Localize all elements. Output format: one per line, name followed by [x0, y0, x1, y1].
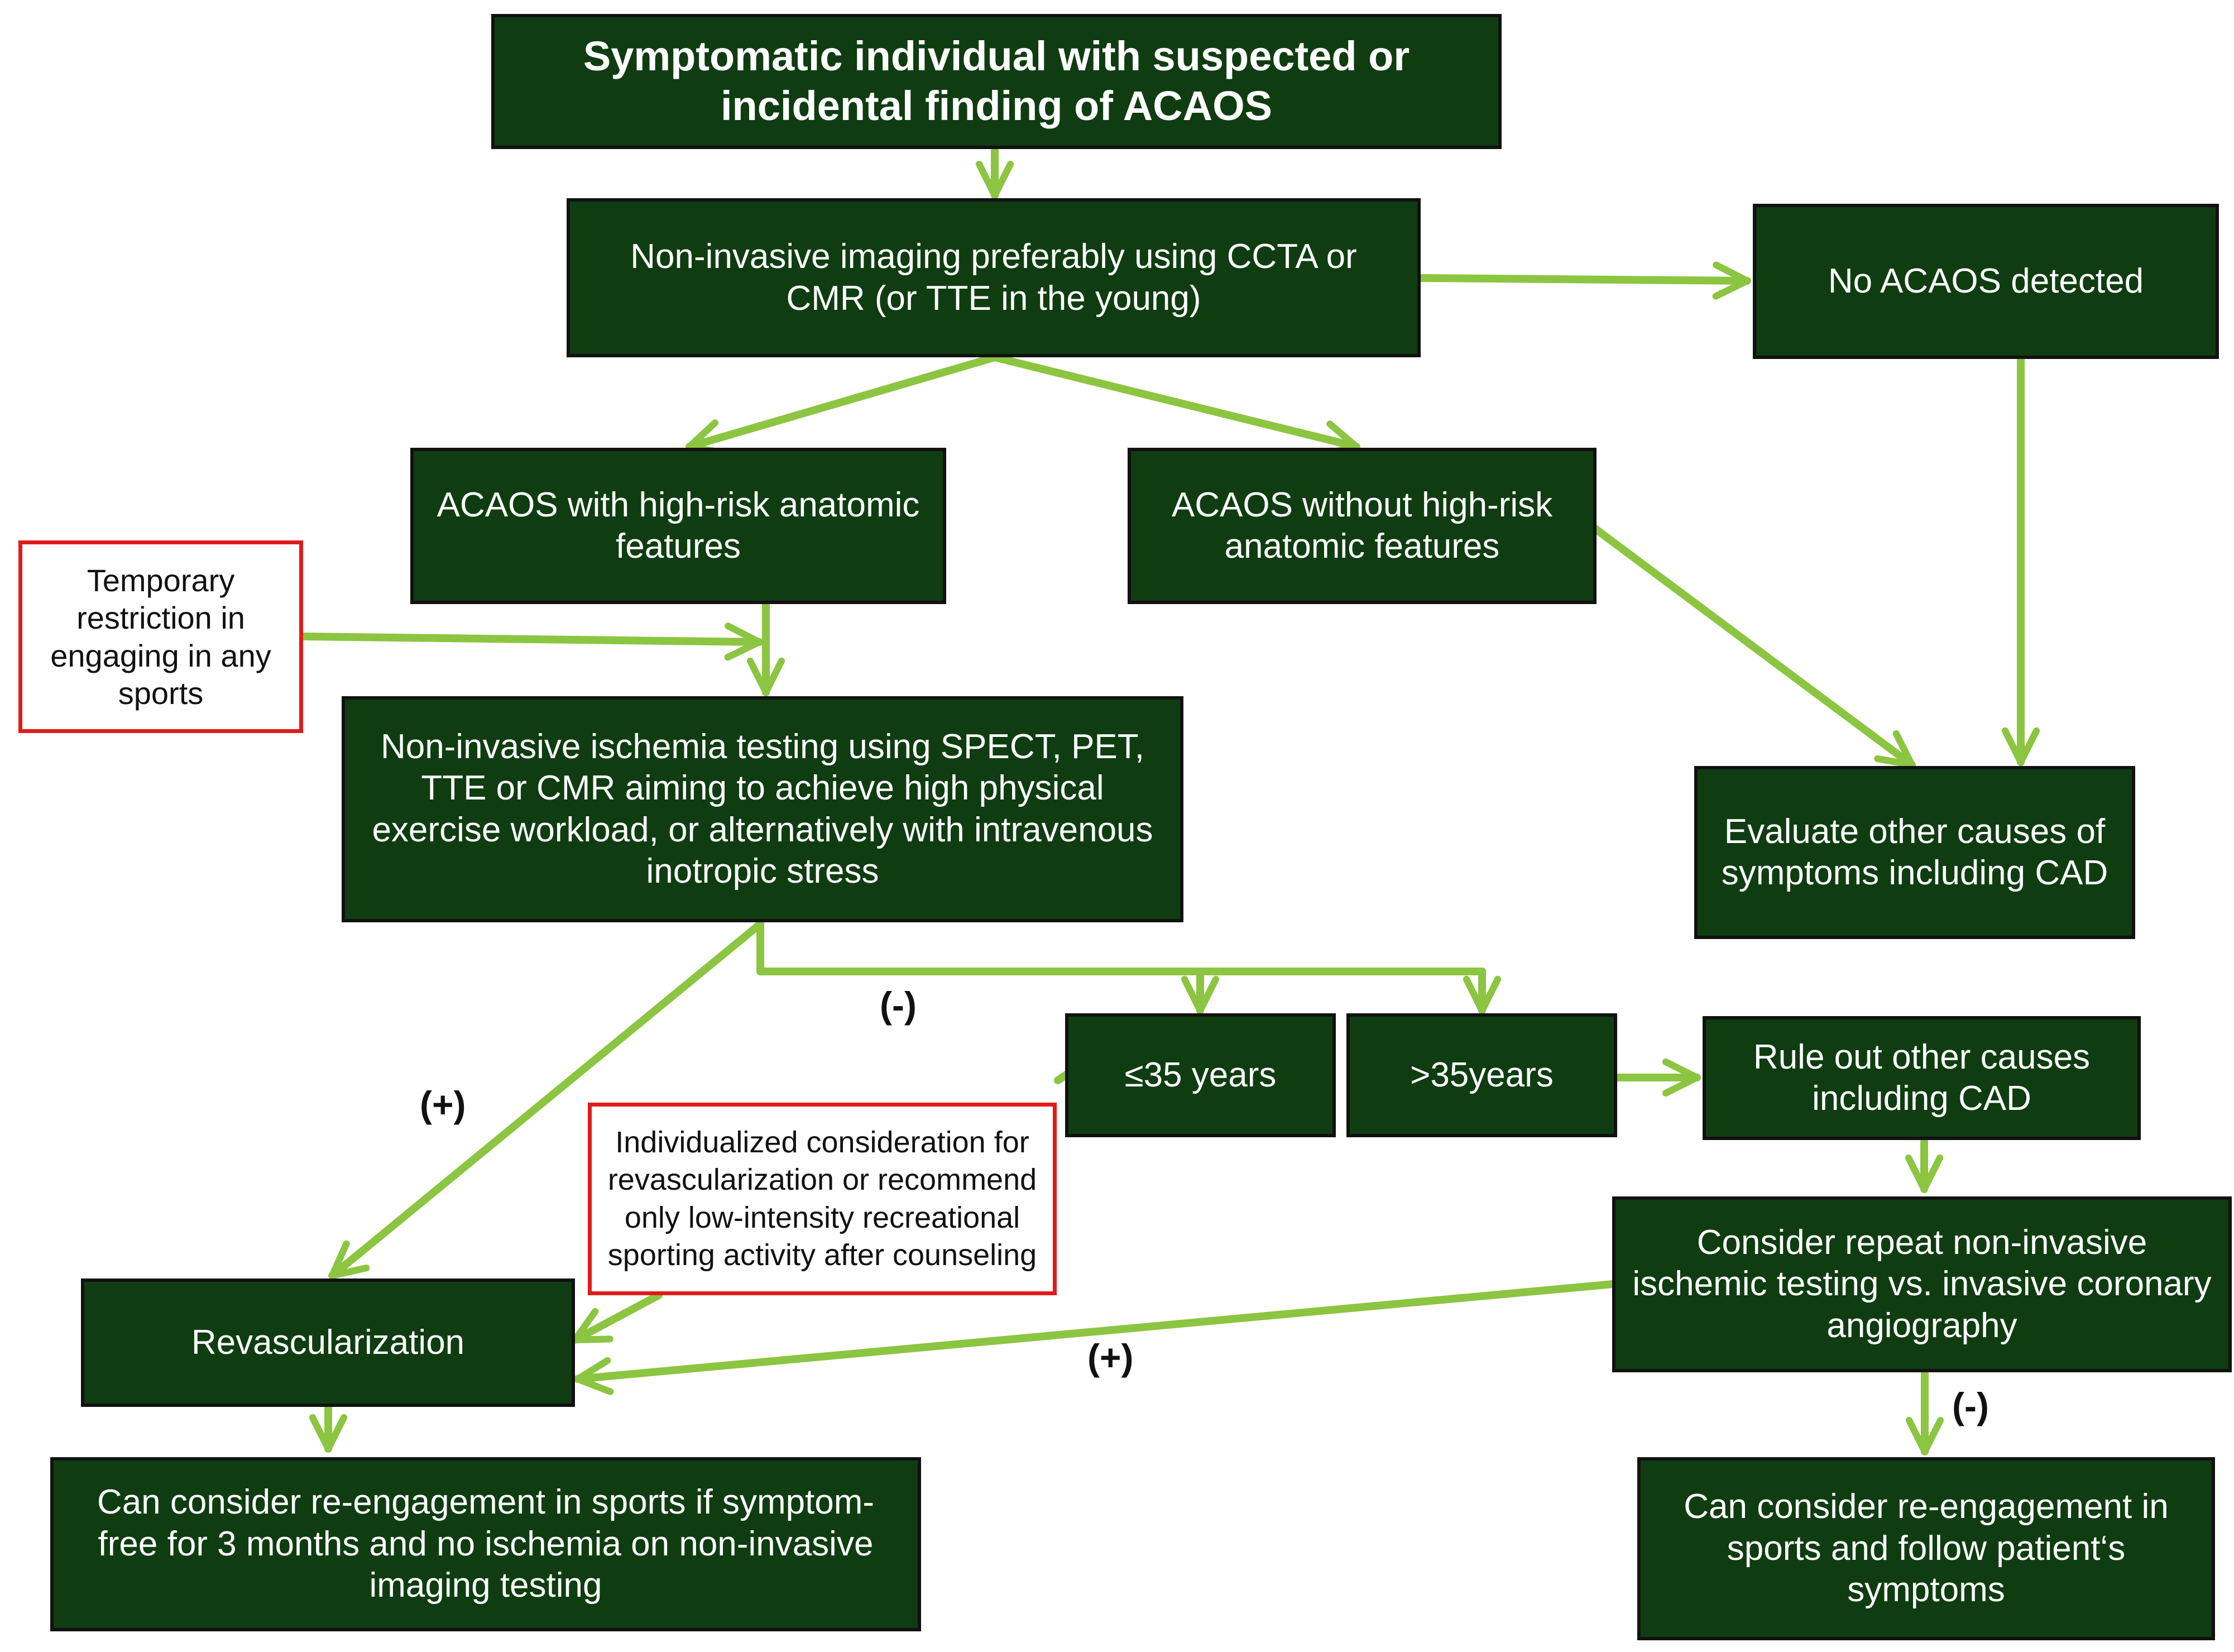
ischemia-testing-box: Non-invasive ischemia testing using SPEC… [342, 696, 1183, 922]
temporary-restriction-note: Temporary restriction in engaging in any… [18, 540, 303, 733]
repeat-positive-label: (+) [1087, 1337, 1134, 1378]
repeat-negative-label: (-) [1952, 1385, 1989, 1426]
individualized-note: Individualized consideration for revascu… [588, 1103, 1057, 1295]
imaging-box: Non-invasive imaging preferably using CC… [567, 198, 1421, 357]
arrow-imaging-to-no-acaos [1417, 261, 1751, 300]
reengage-right-box: Can consider re-engagement in sports and… [1637, 1457, 2215, 1640]
arrow-ischemia-to-revascularization [328, 920, 764, 1280]
arrow-repeat-to-revascularization [574, 1280, 1617, 1395]
arrow-imaging-to-high-risk [685, 353, 999, 457]
arrow-ischemia-negative-branch [756, 920, 1486, 975]
no-high-risk-box: ACAOS without high-risk anatomic feature… [1128, 448, 1597, 604]
le35-box: ≤35 years [1065, 1013, 1336, 1137]
gt35-box: >35years [1346, 1013, 1617, 1137]
start-box: Symptomatic individual with suspected or… [491, 14, 1502, 149]
repeat-testing-box: Consider repeat non-invasive ischemic te… [1612, 1196, 2232, 1372]
arrow-individualized-to-revascularization [571, 1291, 663, 1344]
ischemia-negative-label: (-) [880, 984, 917, 1026]
reengage-left-box: Can consider re-engagement in sports if … [50, 1457, 921, 1631]
evaluate-causes-box: Evaluate other causes of symptoms includ… [1694, 766, 2135, 939]
arrow-le35-to-individualized [1054, 1071, 1070, 1084]
rule-out-box: Rule out other causes including CAD [1703, 1016, 2141, 1140]
ischemia-positive-label: (+) [420, 1084, 466, 1125]
arrow-imaging-to-no-high-risk [991, 353, 1360, 458]
high-risk-box: ACAOS with high-risk anatomic features [410, 448, 946, 604]
arrow-no-high-risk-to-evaluate [1590, 524, 1916, 769]
arrow-restriction-to-high-risk-line [299, 623, 763, 661]
revascularization-box: Revascularization [81, 1278, 575, 1407]
no-acaos-box: No ACAOS detected [1753, 204, 2219, 359]
